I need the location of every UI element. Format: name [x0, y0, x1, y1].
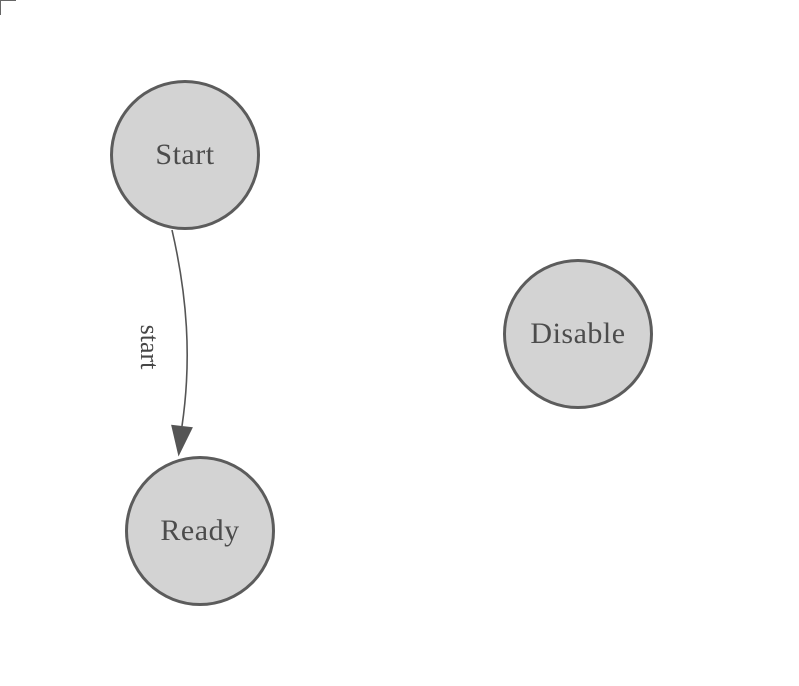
- state-node-start-label: Start: [155, 138, 215, 171]
- state-node-ready[interactable]: Ready: [125, 456, 275, 606]
- edge-label-start-to-ready[interactable]: start: [135, 324, 164, 370]
- page-origin-corner-mark: [0, 0, 16, 15]
- state-node-disable[interactable]: Disable: [503, 259, 653, 409]
- edge-start-to-ready[interactable]: [171, 229, 188, 427]
- state-node-disable-label: Disable: [530, 317, 626, 350]
- arrowhead-icon: [171, 424, 193, 457]
- state-node-start[interactable]: Start: [110, 80, 260, 230]
- state-node-ready-label: Ready: [160, 514, 240, 547]
